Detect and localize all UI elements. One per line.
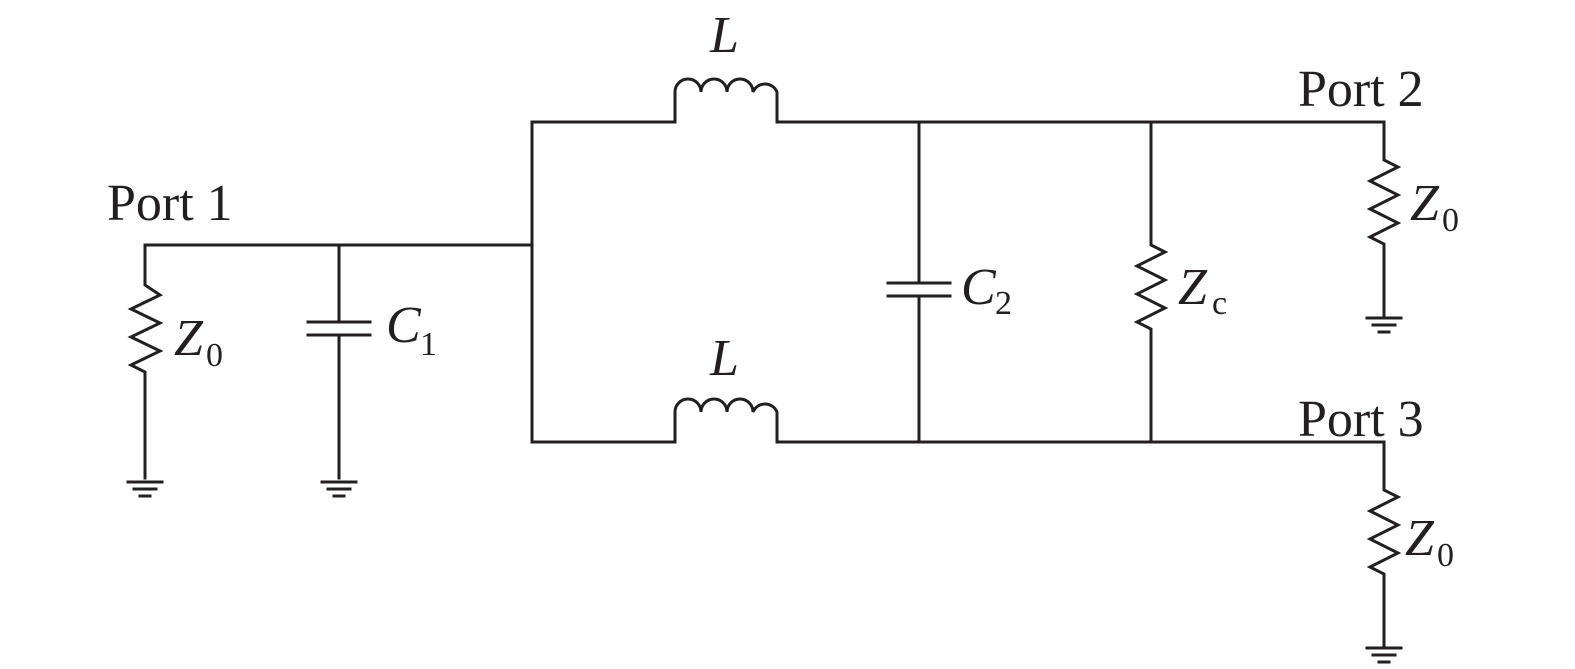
label-symbol: C [386,297,422,354]
inductor-bottom [530,397,1386,444]
port2-label: Port 2 [1298,61,1424,118]
ground-symbol [1365,646,1403,664]
label-subscript: 1 [420,326,437,363]
label-symbol: Z [1410,175,1440,232]
port2-load-label: Z 0 [1410,175,1459,239]
ground-symbol [320,480,358,498]
cap-c2-label: C 2 [961,259,1012,322]
label-subscript: 0 [206,337,223,374]
label-symbol: Z [1178,259,1208,316]
inductor-bottom-label: L [709,330,739,387]
ground-symbol [126,480,164,498]
port2-load-resistor [1366,120,1402,317]
label-subscript: 2 [995,285,1012,322]
port1-label: Port 1 [107,175,233,232]
port3-load-label: Z 0 [1405,510,1454,574]
inductor-top [530,77,1386,124]
capacitor-c1 [306,243,372,480]
port3-load-resistor [1366,440,1402,647]
capacitor-c2 [886,120,952,444]
port1-load-label: Z 0 [174,310,223,374]
label-subscript: 0 [1442,202,1459,239]
port1-load-resistor [127,243,164,480]
label-symbol: Z [174,310,204,367]
resistor-zc [1133,120,1169,444]
inductor-top-label: L [709,7,739,64]
label-symbol: Z [1405,510,1435,567]
ground-symbol [1365,316,1403,334]
cap-c1-label: C 1 [386,297,437,363]
label-subscript: 0 [1437,537,1454,574]
label-subscript: c [1212,285,1227,322]
label-symbol: C [961,259,997,316]
port3-label: Port 3 [1298,391,1424,448]
res-zc-label: Z c [1178,259,1227,322]
